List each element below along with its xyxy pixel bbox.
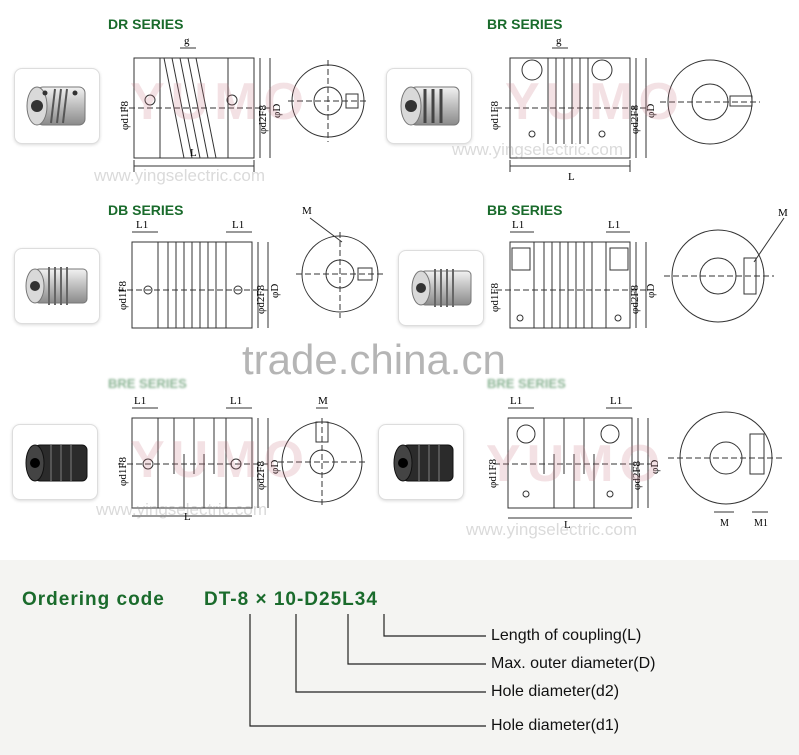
dr-coupling-photo (14, 68, 100, 144)
legend-hole-d1: Hole diameter(d1) (491, 717, 620, 734)
bre2-label-m: M (720, 518, 729, 529)
series-title-br: BR SERIES (487, 16, 563, 32)
dr-end-view (288, 60, 368, 142)
dr-label-d1: φd1F8 (119, 101, 131, 130)
db-label-od: φD (269, 284, 281, 298)
dr-label-od: φD (271, 104, 283, 118)
bre1-label-m: M (318, 395, 328, 407)
bre2-label-d2: φd2F8 (631, 461, 643, 490)
legend-outer-diameter: Max. outer diameter(D) (491, 655, 656, 672)
bre2-label-l1-right: L1 (610, 395, 622, 407)
br-dimension-drawing: g L φd1F8 φd2F8 φD (489, 35, 657, 183)
bre-coupling-photo-2 (378, 424, 464, 500)
dr-dimension-drawing: g L φd1F8 φd2F8 φD (119, 35, 283, 172)
db-label-d1: φd1F8 (117, 281, 129, 310)
bre-end-view-1: M (278, 395, 368, 508)
bre2-label-od: φD (649, 460, 661, 474)
br-label-d2: φd2F8 (629, 105, 641, 134)
ordering-code-value: DT-8 × 10-D25L34 (204, 589, 378, 610)
db-dimension-drawing: L1 L1 φd1F8 φd2F8 φD (117, 219, 281, 329)
bre2-label-m1: M1 (754, 518, 768, 529)
br-coupling-photo (386, 68, 472, 144)
ordering-panel (0, 560, 799, 755)
bb-label-d1: φd1F8 (489, 283, 501, 312)
bb-label-d2: φd2F8 (629, 285, 641, 314)
legend-hole-d2: Hole diameter(d2) (491, 683, 620, 700)
series-title-bb: BB SERIES (487, 202, 563, 218)
bb-label-l1-left: L1 (512, 219, 524, 231)
bb-dimension-drawing: L1 L1 φd1F8 φd2F8 φD (489, 219, 657, 329)
bre1-label-od: φD (269, 460, 281, 474)
bre1-label-d2: φd2F8 (255, 461, 267, 490)
bre2-label-l1-left: L1 (510, 395, 522, 407)
ordering-leader-lines (249, 614, 486, 727)
br-label-l: L (568, 171, 575, 183)
series-title-db: DB SERIES (108, 202, 184, 218)
db-end-view: M (296, 205, 386, 318)
series-title-bre-1: BRE SERIES (108, 376, 187, 391)
br-label-od: φD (645, 104, 657, 118)
bre-dimension-drawing-1: L1 L1 L φd1F8 φd2F8 φD (117, 395, 281, 523)
legend-length: Length of coupling(L) (491, 627, 642, 644)
bre1-label-l: L (184, 511, 191, 523)
bb-label-m: M (778, 207, 788, 219)
db-label-l1-left: L1 (136, 219, 148, 231)
bre1-label-l1-left: L1 (134, 395, 146, 407)
dr-label-d2: φd2F8 (257, 105, 269, 134)
bb-coupling-photo (398, 250, 484, 326)
bre-end-view-2: M M1 (668, 411, 784, 529)
bb-label-od: φD (645, 284, 657, 298)
bre-dimension-drawing-2: L1 L1 L φd1F8 φd2F8 φD (487, 395, 661, 531)
db-label-m: M (302, 205, 312, 217)
bre1-label-l1-right: L1 (230, 395, 242, 407)
series-title-bre-2: BRE SERIES (487, 376, 566, 391)
bre1-label-d1: φd1F8 (117, 457, 129, 486)
db-label-l1-right: L1 (232, 219, 244, 231)
bre2-label-l: L (564, 519, 571, 531)
br-end-view (660, 59, 760, 145)
dr-label-l: L (190, 147, 197, 159)
bre2-label-d1: φd1F8 (487, 459, 499, 488)
bb-end-view: M (664, 207, 788, 323)
watermark-trade: trade.china.cn (242, 336, 506, 383)
br-label-g: g (556, 35, 562, 47)
bb-label-l1-right: L1 (608, 219, 620, 231)
dr-label-g: g (184, 35, 190, 47)
br-label-d1: φd1F8 (489, 101, 501, 130)
db-coupling-photo (14, 248, 100, 324)
db-label-d2: φd2F8 (255, 285, 267, 314)
series-title-dr: DR SERIES (108, 16, 184, 32)
ordering-code-label: Ordering code (22, 589, 165, 610)
bre-coupling-photo-1 (12, 424, 98, 500)
